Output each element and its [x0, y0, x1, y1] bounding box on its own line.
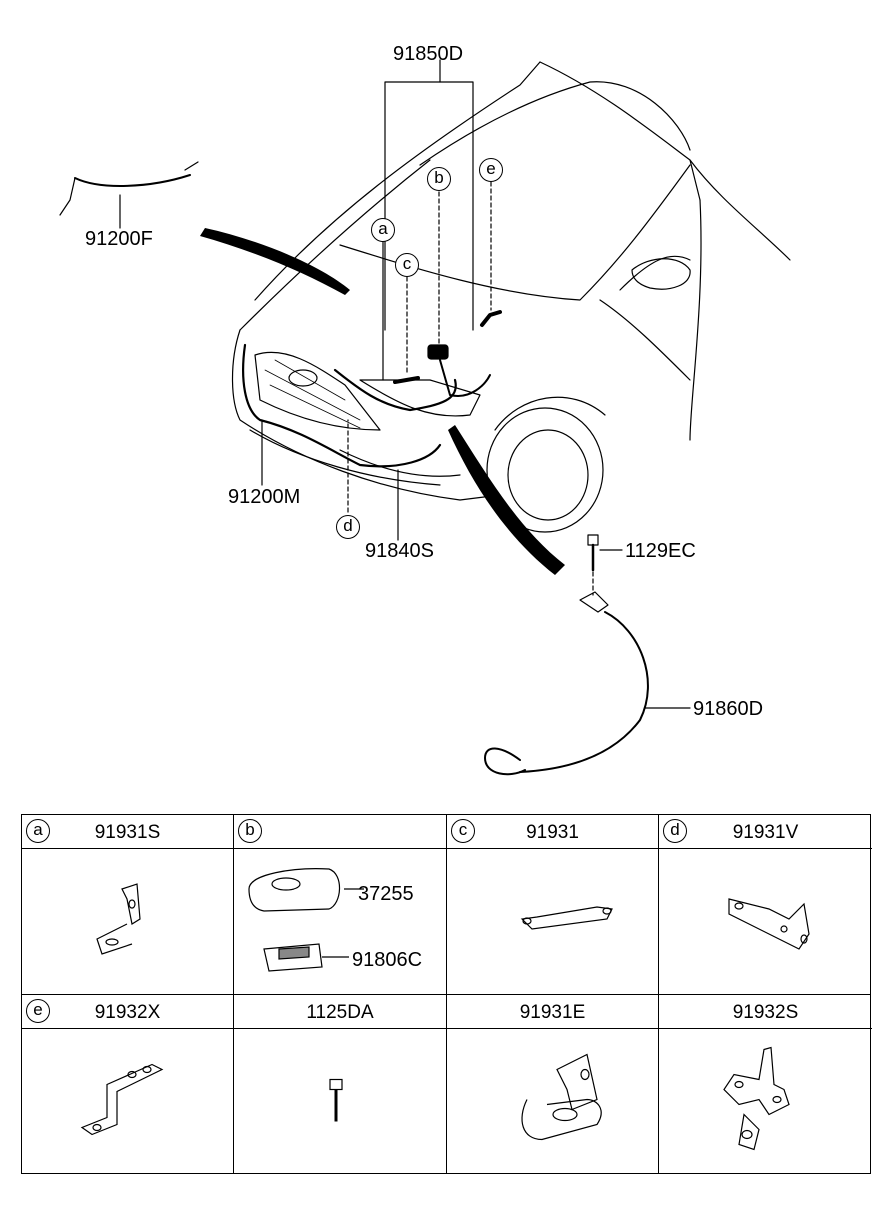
legend-marker-b: b [238, 819, 262, 843]
wiring-diagram: 91850D 91200F 91200M 91840S 1129EC 91860… [59, 43, 791, 776]
legend-cell-b: b 37255 91806C [234, 815, 446, 994]
legend-cell-g: 91931E [447, 995, 658, 1175]
legend-cell-f: 1125DA [234, 995, 446, 1175]
legend-cell-d: d 91931V [659, 815, 872, 994]
bracket-91931S-illustration [22, 849, 233, 994]
car-front-illustration [59, 59, 791, 776]
legend-sub-91806C: 91806C [352, 949, 423, 971]
legend-part-f: 1125DA [306, 1002, 374, 1023]
legend-part-a: 91931S [94, 822, 161, 843]
callout-91860D: 91860D [693, 698, 764, 720]
parts-legend-table: a 91931S b 37255 [21, 814, 872, 1175]
callout-1129EC: 1129EC [625, 540, 696, 562]
legend-cell-a: a 91931S [22, 815, 233, 994]
marker-b: b [427, 167, 451, 191]
legend-marker-c: c [451, 819, 475, 843]
marker-e: e [479, 158, 503, 182]
legend-marker-d: d [663, 819, 687, 843]
legend-part-h: 91932S [732, 1002, 799, 1023]
marker-a: a [371, 218, 395, 242]
legend-marker-e: e [26, 999, 50, 1023]
bolt-1125DA-illustration [234, 1029, 446, 1175]
legend-cell-h: 91932S [659, 995, 872, 1175]
callout-91200F: 91200F [85, 228, 153, 250]
callout-91840S: 91840S [365, 540, 434, 562]
marker-c: c [395, 253, 419, 277]
relay-box-illustration [234, 849, 446, 994]
legend-sub-37255: 37255 [358, 883, 414, 905]
callout-91850D: 91850D [393, 43, 464, 65]
legend-part-g: 91931E [519, 1002, 586, 1023]
legend-part-c: 91931 [526, 822, 579, 843]
legend-part-d: 91931V [732, 822, 799, 843]
legend-cell-e: e 91932X [22, 995, 233, 1175]
bracket-91932X-illustration [22, 1029, 233, 1175]
callout-91200M: 91200M [228, 486, 301, 508]
legend-cell-c: c 91931 [447, 815, 658, 994]
clamp-91931E-illustration [447, 1029, 658, 1175]
marker-d: d [336, 515, 360, 539]
legend-part-e: 91932X [94, 1002, 161, 1023]
legend-marker-a: a [26, 819, 50, 843]
bracket-91931V-illustration [659, 849, 872, 994]
clip-91931-illustration [447, 849, 658, 994]
bracket-91932S-illustration [659, 1029, 872, 1175]
